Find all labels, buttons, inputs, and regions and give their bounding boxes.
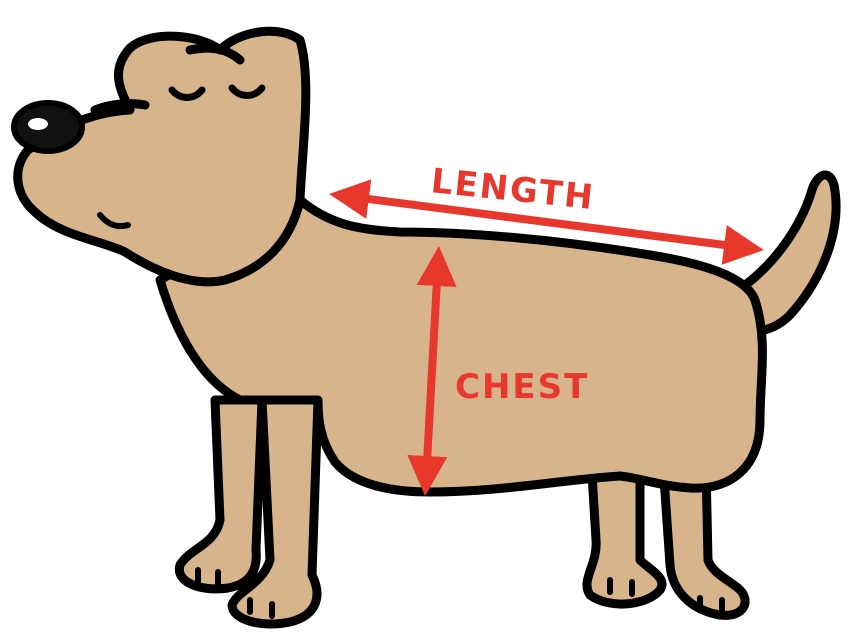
dog-icon [13, 26, 841, 629]
dog-head [13, 26, 311, 287]
dog-eye-right [228, 84, 266, 99]
dog-front-leg-rear [174, 395, 267, 594]
dog-front-leg-front [227, 395, 323, 629]
dog-eye-left [168, 86, 206, 101]
dog-nose-highlight [28, 118, 48, 130]
dog-ear [185, 43, 245, 65]
length-arrow [329, 179, 764, 265]
dog-paw-lines [195, 567, 725, 619]
chest-label: CHEST [455, 367, 589, 407]
chest-arrow [407, 246, 457, 496]
dog-tail [730, 170, 841, 336]
dog-nose [11, 100, 85, 154]
dog-brow [90, 99, 150, 115]
dog-mouth [97, 212, 131, 230]
